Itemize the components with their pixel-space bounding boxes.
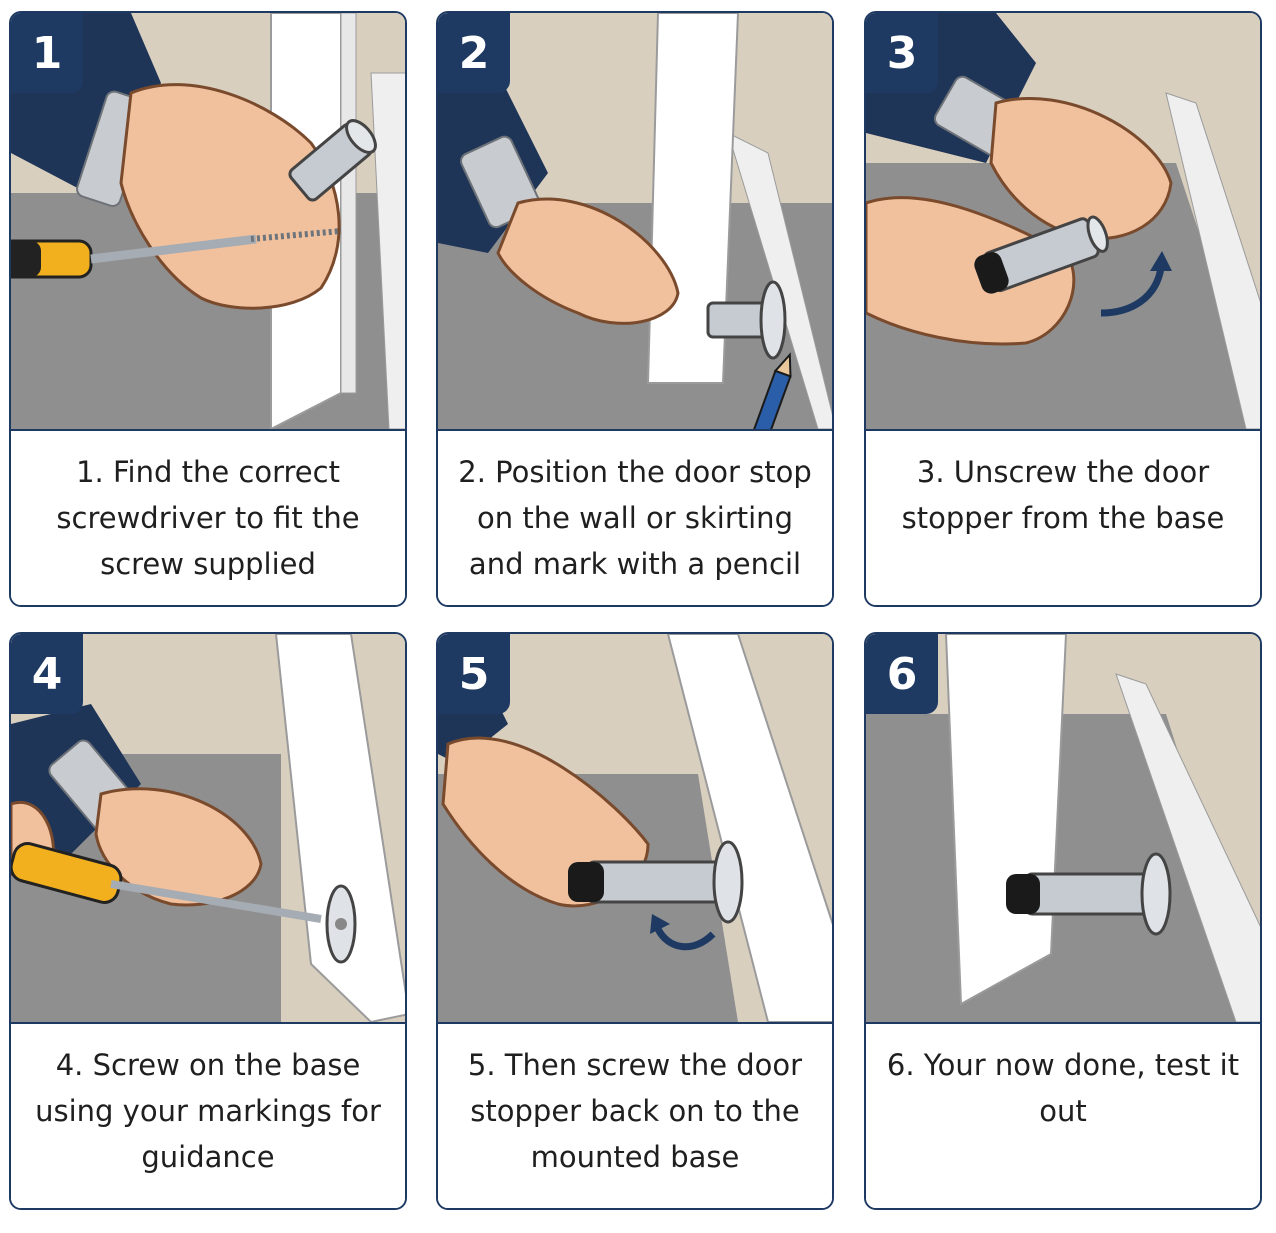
step-panel-3: 3 3. Unscrew the door stopper from the b… — [864, 11, 1262, 607]
step-caption: 5. Then screw the door stopper back on t… — [438, 1022, 832, 1208]
step-illustration — [11, 634, 405, 1022]
step-panel-6: 6 6. Your now done, test it out — [864, 632, 1262, 1210]
step-panel-1: 1 1. — [9, 11, 407, 607]
door-stopper-icon — [1006, 852, 1172, 936]
door-stopper-icon — [974, 215, 1109, 294]
rotate-arrow-icon — [1100, 267, 1165, 317]
step-illustration — [438, 13, 832, 429]
step-caption: 6. Your now done, test it out — [866, 1022, 1260, 1208]
step-illustration — [866, 634, 1260, 1022]
step-illustration — [11, 13, 405, 429]
step-caption: 2. Position the door stop on the wall or… — [438, 429, 832, 605]
step-number-badge: 6 — [866, 634, 938, 714]
step-number-badge: 4 — [11, 634, 83, 714]
step-number-badge: 5 — [438, 634, 510, 714]
skirting-icon — [1165, 92, 1260, 429]
door-stopper-icon — [325, 884, 357, 964]
step-caption: 4. Screw on the base using your markings… — [11, 1022, 405, 1208]
hand-icon — [989, 97, 1173, 241]
skirting-icon — [370, 72, 405, 429]
step-panel-4: 4 4. Screw on the base using your markin… — [9, 632, 407, 1210]
step-number-badge: 1 — [11, 13, 83, 93]
skirting-icon — [727, 132, 832, 429]
door-stopper-icon — [706, 280, 787, 360]
step-caption: 3. Unscrew the door stopper from the bas… — [866, 429, 1260, 605]
step-panel-2: 2 2. Position the door stop on the wall … — [436, 11, 834, 607]
door-icon — [274, 634, 405, 1022]
door-stopper-icon — [568, 840, 744, 924]
step-caption: 1. Find the correct screwdriver to fit t… — [11, 429, 405, 605]
rotate-arrow-icon — [654, 927, 716, 951]
hand-icon — [496, 197, 680, 325]
step-number-badge: 3 — [866, 13, 938, 93]
screwdriver-icon — [11, 234, 257, 279]
step-panel-5: 5 5. Then screw the door stopper back on… — [436, 632, 834, 1210]
door-icon — [944, 634, 1068, 1006]
pencil-icon — [750, 352, 792, 429]
door-stopper-icon — [288, 119, 377, 202]
skirting-icon — [1115, 673, 1260, 1022]
screwdriver-icon — [11, 842, 322, 923]
step-number-badge: 2 — [438, 13, 510, 93]
door-icon — [666, 634, 832, 1022]
